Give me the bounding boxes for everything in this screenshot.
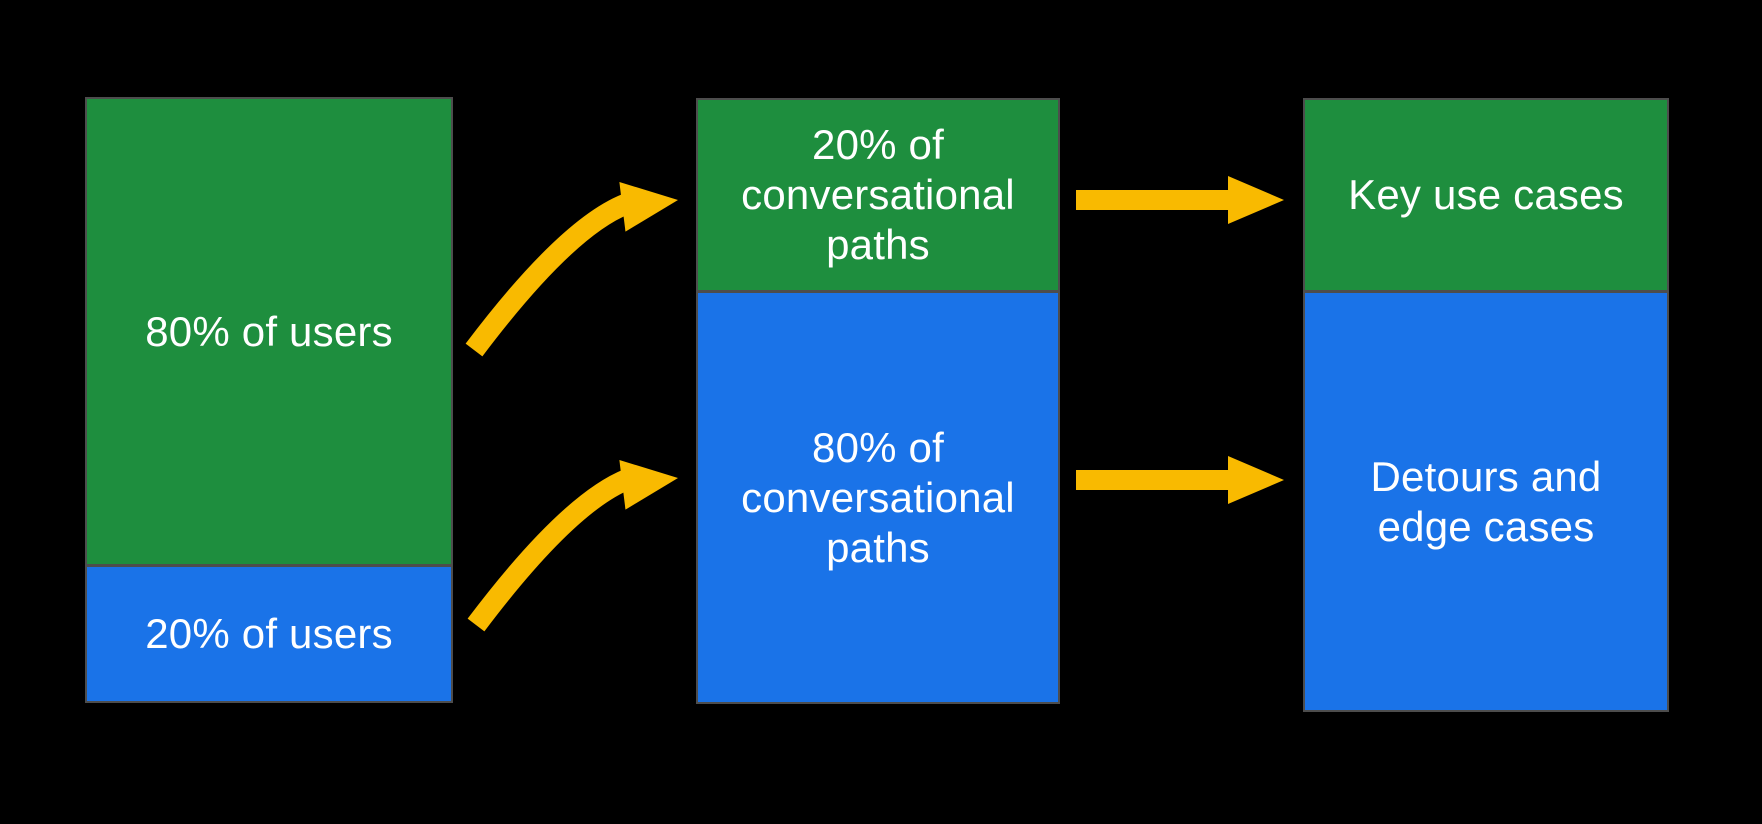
detours-edge-cases-segment: Detours and edge cases bbox=[1305, 290, 1667, 710]
conversational-paths-bar: 20% of conversational paths 80% of conve… bbox=[696, 98, 1060, 704]
paths-80-segment: 80% of conversational paths bbox=[698, 290, 1058, 702]
key-use-cases-label: Key use cases bbox=[1348, 171, 1624, 218]
paths-20-segment: 20% of conversational paths bbox=[698, 100, 1058, 290]
users-80-segment: 80% of users bbox=[87, 99, 451, 564]
key-use-cases-segment: Key use cases bbox=[1305, 100, 1667, 290]
users-20-segment: 20% of users bbox=[87, 564, 451, 701]
detours-edge-cases-label: Detours and edge cases bbox=[1370, 452, 1602, 550]
curved-arrow-top-icon bbox=[465, 182, 678, 357]
straight-arrow-bottom-icon bbox=[1076, 456, 1284, 504]
users-80-label: 80% of users bbox=[145, 307, 393, 355]
users-20-label: 20% of users bbox=[145, 610, 393, 657]
outcomes-bar: Key use cases Detours and edge cases bbox=[1303, 98, 1669, 712]
users-bar: 80% of users 20% of users bbox=[85, 97, 453, 703]
paths-80-label: 80% of conversational paths bbox=[741, 423, 1015, 571]
straight-arrow-top-icon bbox=[1076, 176, 1284, 224]
curved-arrow-bottom-icon bbox=[467, 460, 678, 632]
paths-20-label: 20% of conversational paths bbox=[741, 121, 1015, 268]
